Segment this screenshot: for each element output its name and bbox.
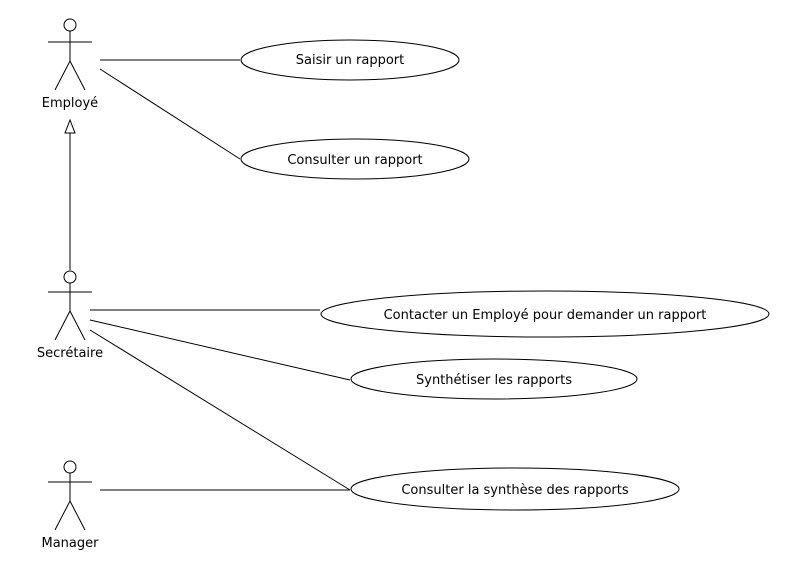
associations — [89, 59, 351, 491]
actor-head — [63, 270, 77, 284]
actor-secretaire[interactable]: Secrétaire — [37, 270, 103, 361]
use-case-consulter[interactable]: Consulter un rapport — [240, 138, 470, 180]
use-case-saisir[interactable]: Saisir un rapport — [240, 39, 460, 81]
use-case-label: Consulter la synthèse des rapports — [401, 483, 628, 498]
actor-manager[interactable]: Manager — [42, 460, 100, 551]
actor-right-leg — [69, 60, 86, 91]
association-employe-consulter — [99, 68, 241, 160]
actor-right-leg — [69, 310, 86, 341]
generalization-secretaire-employe — [64, 118, 76, 270]
use-case-ellipse — [240, 39, 460, 81]
use-case-label: Contacter un Employé pour demander un ra… — [384, 308, 707, 323]
use-case-label: Consulter un rapport — [287, 153, 422, 168]
use-case-ellipse — [320, 290, 770, 338]
association-secretaire-synthetiser — [89, 319, 351, 381]
use-case-synthetiser[interactable]: Synthétiser les rapports — [350, 358, 638, 400]
use-case-consulter-synthese[interactable]: Consulter la synthèse des rapports — [350, 467, 680, 511]
use-case-ellipse — [350, 358, 638, 400]
use-case-ellipse — [350, 467, 680, 511]
actor-left-leg — [54, 310, 71, 341]
generalization-arrowhead — [64, 118, 76, 134]
actor-head — [63, 18, 77, 32]
actor-head — [63, 460, 77, 474]
association-secretaire-consulter-synthese — [89, 329, 351, 491]
use-case-contacter[interactable]: Contacter un Employé pour demander un ra… — [320, 290, 770, 338]
actor-employe[interactable]: Employé — [42, 18, 98, 111]
actor-left-leg — [54, 60, 71, 91]
use-case-label: Synthétiser les rapports — [416, 373, 572, 388]
actor-name: Secrétaire — [37, 346, 103, 361]
actor-name: Employé — [42, 96, 98, 111]
use-case-ellipse — [240, 138, 470, 180]
actor-right-leg — [69, 500, 86, 531]
actor-left-leg — [54, 500, 71, 531]
actor-name: Manager — [42, 536, 100, 551]
use-case-label: Saisir un rapport — [296, 53, 405, 68]
